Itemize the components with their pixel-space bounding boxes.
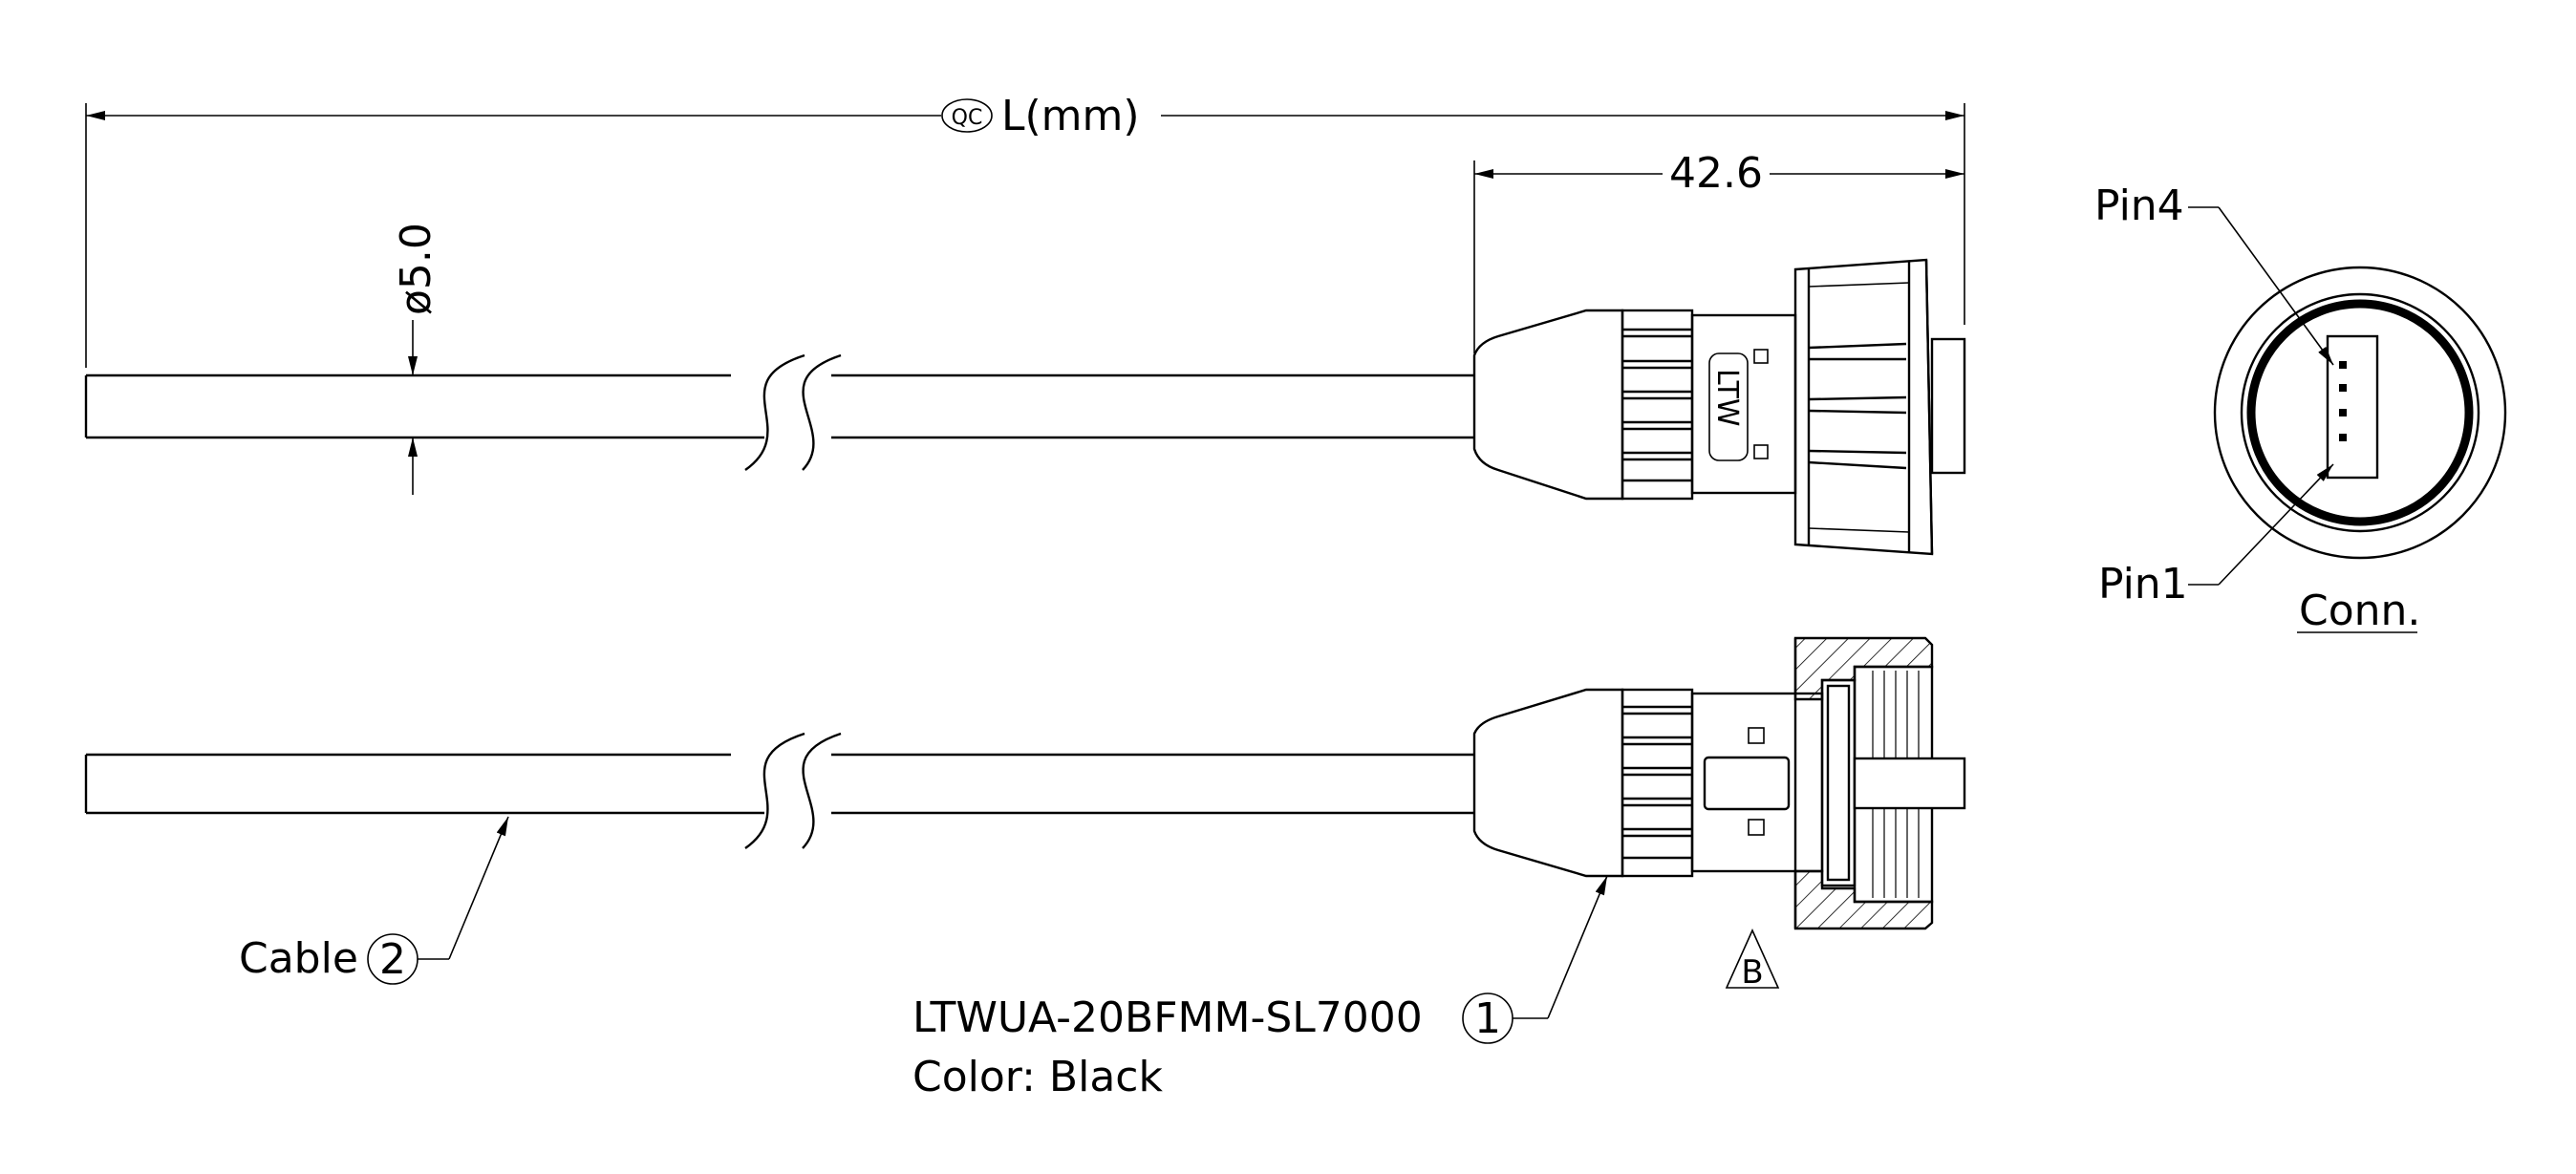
connector-length-value: 42.6 bbox=[1669, 149, 1763, 198]
bottom-connector bbox=[1472, 636, 1966, 930]
break-line-right bbox=[802, 353, 842, 471]
cable-callout: Cable 2 bbox=[239, 816, 509, 985]
overall-length-dimension: QC L(mm) bbox=[85, 92, 1965, 368]
bottom-cable bbox=[84, 732, 1474, 849]
conn-view-label: Conn. bbox=[2299, 587, 2420, 635]
part-number: LTWUA-20BFMM-SL7000 bbox=[912, 993, 1423, 1042]
cable-diameter-label: ø5.0 bbox=[392, 223, 440, 315]
cable-label: Cable bbox=[239, 934, 358, 983]
qc-symbol: QC bbox=[941, 98, 993, 133]
top-cable bbox=[84, 353, 1474, 471]
cable-item-number: 2 bbox=[379, 935, 406, 984]
pin1-label: Pin1 bbox=[2098, 560, 2188, 608]
revision-triangle: B bbox=[1725, 929, 1780, 992]
svg-text:B: B bbox=[1741, 953, 1763, 992]
connector-face-view: Pin4 Pin1 Conn. bbox=[2094, 181, 2507, 635]
svg-text:QC: QC bbox=[952, 106, 983, 130]
cable-diameter-dimension: ø5.0 bbox=[392, 223, 440, 495]
top-connector: LTW bbox=[1472, 258, 1966, 556]
part-callout: LTWUA-20BFMM-SL7000 1 Color: Black bbox=[912, 875, 1608, 1101]
break-line-left bbox=[744, 353, 805, 471]
connector-length-dimension: 42.6 bbox=[1473, 149, 1964, 353]
svg-text:LTW: LTW bbox=[1710, 369, 1744, 427]
pin-contacts bbox=[2339, 361, 2347, 441]
part-item-number: 1 bbox=[1474, 994, 1501, 1043]
pin4-label: Pin4 bbox=[2094, 181, 2184, 230]
ltw-marking: LTW bbox=[1708, 352, 1749, 461]
overall-length-label: L(mm) bbox=[1001, 92, 1140, 140]
color-line: Color: Black bbox=[912, 1053, 1163, 1101]
